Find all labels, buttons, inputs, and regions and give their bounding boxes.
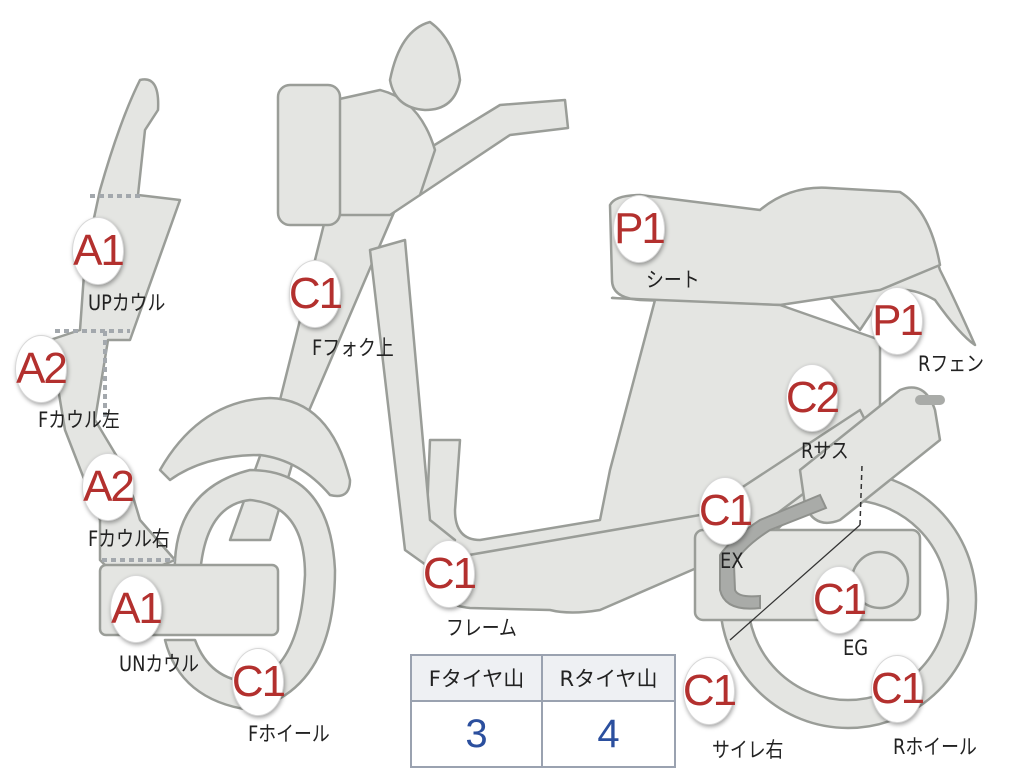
code-f-cowl-right: A2 [83,462,135,511]
code-frame: C1 [422,549,477,598]
marker-f-cowl-right[interactable]: A2 [82,453,135,521]
marker-engine[interactable]: C1 [812,566,867,634]
marker-r-fender[interactable]: P1 [871,287,924,355]
rear-tire-value[interactable]: 4 [597,711,620,756]
label-engine: EG [843,636,869,660]
marker-r-suspension[interactable]: C2 [785,364,840,432]
code-f-fork-upper: C1 [288,269,343,318]
rear-shock-shape [798,386,942,525]
headlight-shape [328,88,437,217]
label-f-cowl-right: Fカウル右 [88,527,170,551]
label-exhaust: EX [720,549,744,573]
marker-seat[interactable]: P1 [613,195,666,263]
code-r-wheel: C1 [870,664,925,713]
marker-up-cowl[interactable]: A1 [72,217,125,285]
code-exhaust: C1 [698,486,753,535]
marker-silencer-right[interactable]: C1 [682,657,737,725]
code-r-suspension: C2 [785,373,840,422]
front-tire-value[interactable]: 3 [412,702,543,766]
marker-f-wheel[interactable]: C1 [231,648,286,716]
label-f-fork-upper: Fフォク上 [312,336,394,360]
front-tire-header: Fタイヤ山 [412,656,543,702]
marker-un-cowl[interactable]: A1 [110,575,163,643]
rear-tire-header: Rタイヤ山 [543,656,674,702]
label-up-cowl: UPカウル [88,291,166,315]
label-frame: フレーム [446,616,517,640]
marker-exhaust[interactable]: C1 [698,477,753,545]
exhaust-pipe-shape [719,493,828,610]
marker-f-cowl-left[interactable]: A2 [15,335,68,403]
code-f-wheel: C1 [231,657,286,706]
code-seat: P1 [614,204,666,253]
mirror-shape [388,20,462,112]
code-silencer-right: C1 [682,666,737,715]
front-wheel-shape [163,468,337,712]
label-un-cowl: UNカウル [119,652,199,676]
label-seat: シート [646,268,700,292]
label-f-wheel: Fホイール [248,722,330,746]
label-r-fender: Rフェン [918,352,984,376]
headlight-lens-shape [276,83,342,227]
tire-tread-table: Fタイヤ山 Rタイヤ山 3 4 [410,654,676,768]
label-r-suspension: Rサス [801,439,849,463]
label-silencer-right: サイレ右 [712,738,784,762]
marker-f-fork-upper[interactable]: C1 [288,260,343,328]
label-r-wheel: Rホイール [893,735,977,759]
marker-r-wheel[interactable]: C1 [870,655,925,723]
code-f-cowl-left: A2 [16,344,68,393]
code-up-cowl: A1 [73,226,125,275]
code-r-fender: P1 [872,296,924,345]
label-f-cowl-left: Fカウル左 [38,408,120,432]
code-engine: C1 [812,575,867,624]
code-un-cowl: A1 [111,584,163,633]
marker-frame[interactable]: C1 [422,540,477,608]
front-fender-shape [158,396,352,498]
